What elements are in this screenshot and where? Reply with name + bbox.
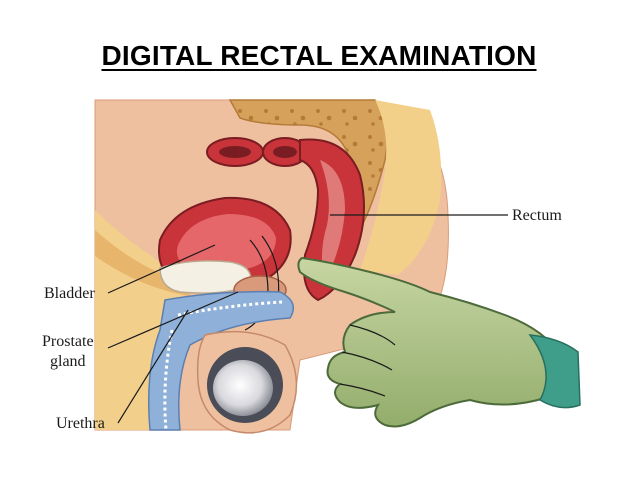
label-rectum: Rectum bbox=[512, 207, 562, 224]
label-bladder: Bladder bbox=[44, 285, 95, 302]
label-prostate-line1: Prostate bbox=[42, 333, 94, 350]
bowel-loop-2-lumen bbox=[273, 146, 297, 158]
label-urethra: Urethra bbox=[56, 415, 105, 432]
bowel-loop-1-lumen bbox=[219, 146, 251, 158]
testis bbox=[213, 360, 273, 416]
label-prostate-line2: gland bbox=[50, 353, 86, 370]
